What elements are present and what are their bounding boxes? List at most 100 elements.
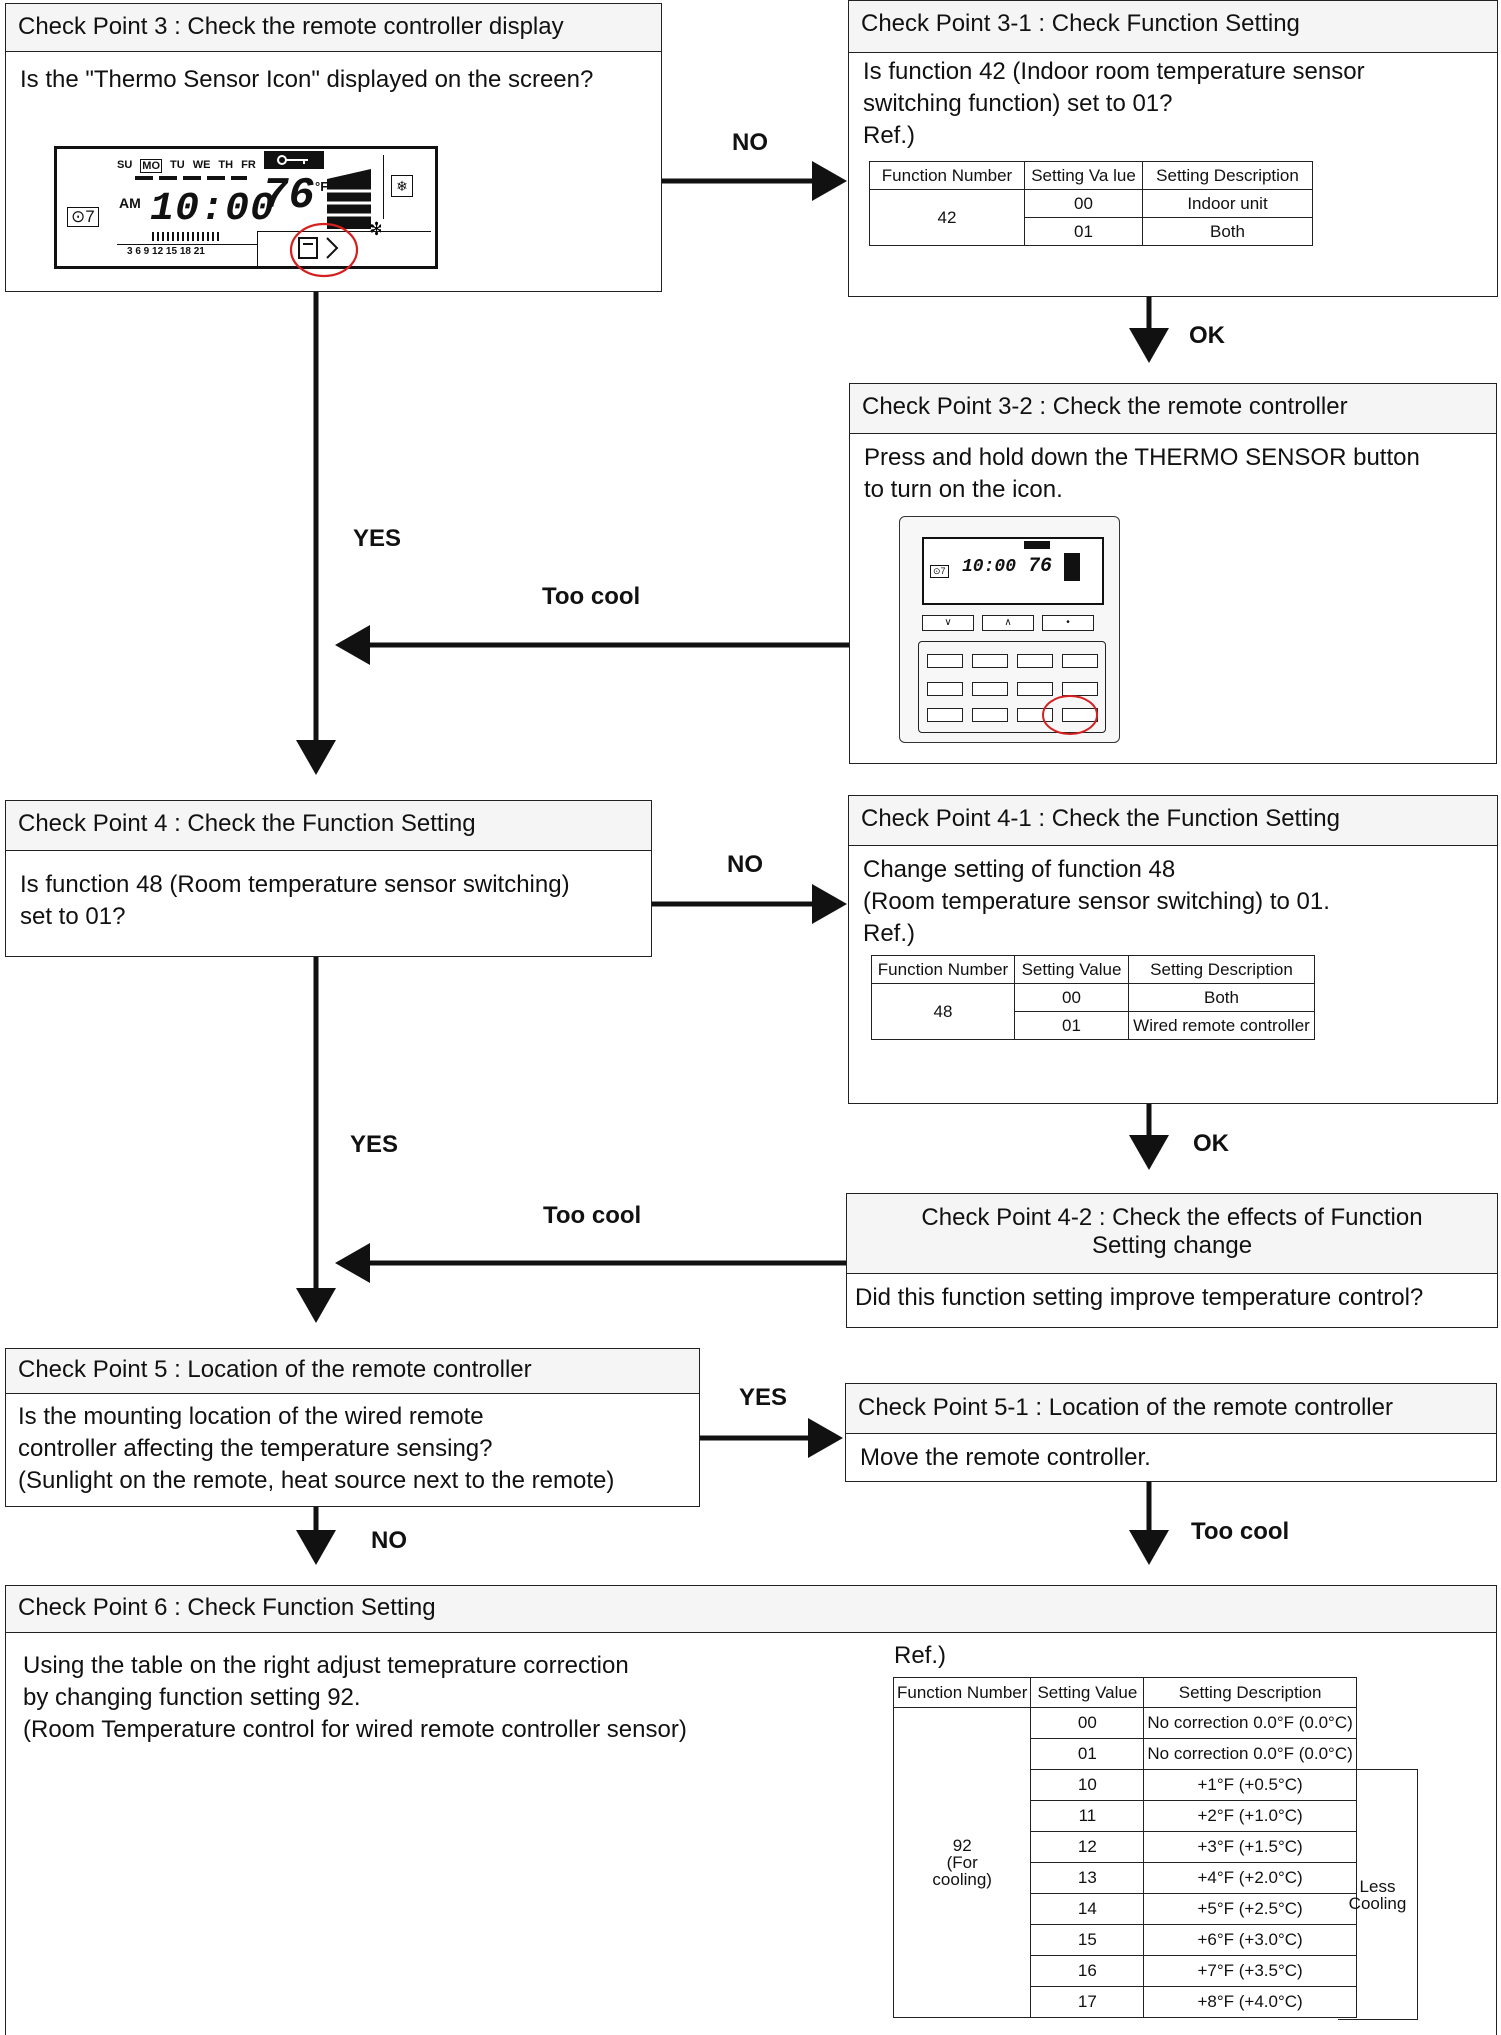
function-number-cell: 92 (For cooling) bbox=[892, 1707, 1032, 2018]
setting-value-cell: 01 bbox=[1030, 1738, 1145, 1770]
fan-button[interactable] bbox=[1017, 654, 1053, 668]
setting-value-cell: 15 bbox=[1030, 1924, 1145, 1956]
function-92-table: Function Number Setting Value Setting De… bbox=[892, 1677, 1357, 2018]
mini-timer-indicator: ⊙7 bbox=[930, 565, 949, 578]
mini-fan-bars bbox=[1064, 553, 1080, 581]
check-point-3-question: Is the "Thermo Sensor Icon" displayed on… bbox=[20, 66, 594, 93]
mini-key-badge bbox=[1024, 541, 1050, 549]
setting-description-cell: Both bbox=[1142, 217, 1313, 246]
swing-button[interactable] bbox=[1062, 682, 1098, 696]
lcd-hline bbox=[257, 231, 431, 232]
day-we: WE bbox=[192, 159, 211, 171]
setting-description-cell: +8°F (+4.0°C) bbox=[1143, 1986, 1357, 2018]
weekday-row: SU MO TU WE TH FR SA bbox=[117, 159, 279, 173]
label-no: NO bbox=[371, 1527, 407, 1554]
function-number-cell: 48 bbox=[871, 983, 1015, 1040]
mini-clock-digits: 10:00 bbox=[962, 557, 1017, 577]
col-setting-description: Setting Description bbox=[1143, 1677, 1357, 1708]
start-stop-button[interactable]: • bbox=[1042, 615, 1094, 631]
button-row-1 bbox=[927, 654, 1098, 668]
function-number-cell: 42 bbox=[869, 189, 1025, 246]
check-point-4-1-box: Check Point 4-1 : Check the Function Set… bbox=[848, 795, 1498, 1104]
setting-description-cell: Wired remote controller bbox=[1128, 1011, 1315, 1040]
setting-description-cell: +5°F (+2.5°C) bbox=[1143, 1893, 1357, 1925]
label-yes: YES bbox=[353, 525, 402, 552]
setting-description-cell: +4°F (+2.0°C) bbox=[1143, 1862, 1357, 1894]
col-function-number: Function Number bbox=[871, 955, 1015, 984]
temp-down-button[interactable]: ∨ bbox=[922, 615, 974, 631]
setting-value-cell: 17 bbox=[1030, 1986, 1145, 2018]
remote-mini-lcd: ⊙7 10:00 76 bbox=[922, 537, 1104, 605]
label-no: NO bbox=[732, 129, 768, 156]
timer-scale-line bbox=[117, 244, 257, 245]
louver-button[interactable] bbox=[1017, 682, 1053, 696]
timer-indicator: ⊙7 bbox=[67, 207, 99, 227]
setting-value-cell: 01 bbox=[1014, 1011, 1129, 1040]
remote-lcd-display: SU MO TU WE TH FR SA ⊙7 AM 10:00 3 6 9 1… bbox=[54, 146, 438, 269]
check-point-3-box: Check Point 3 : Check the remote control… bbox=[5, 3, 662, 292]
button-row-2 bbox=[927, 682, 1098, 696]
col-setting-description: Setting Description bbox=[1128, 955, 1315, 984]
lcd-divider bbox=[383, 155, 384, 219]
col-setting-value: Setting Value bbox=[1030, 1677, 1145, 1708]
label-yes: YES bbox=[350, 1131, 399, 1158]
check-point-4-2-box: Check Point 4-2 : Check the effects of F… bbox=[846, 1193, 1498, 1328]
setting-value-cell: 16 bbox=[1030, 1955, 1145, 1987]
setting-description-cell: No correction 0.0°F (0.0°C) bbox=[1143, 1707, 1357, 1739]
setting-value-cell: 01 bbox=[1024, 217, 1143, 246]
day-th: TH bbox=[218, 159, 234, 171]
check-point-5-1-title: Check Point 5-1 : Location of the remote… bbox=[846, 1384, 1496, 1434]
mode-button[interactable] bbox=[1062, 654, 1098, 668]
setting-description-cell: +2°F (+1.0°C) bbox=[1143, 1800, 1357, 1832]
check-point-4-body: Is function 48 (Room temperature sensor … bbox=[20, 871, 570, 930]
timer-scale-labels: 3 6 9 12 15 18 21 bbox=[127, 246, 205, 257]
label-no: NO bbox=[727, 851, 763, 878]
setting-value-cell: 13 bbox=[1030, 1862, 1145, 1894]
svg-text:✻: ✻ bbox=[369, 219, 381, 237]
thermo-sensor-highlight-circle bbox=[1042, 695, 1098, 735]
check-point-4-2-title: Check Point 4-2 : Check the effects of F… bbox=[847, 1194, 1497, 1274]
highlight-circle bbox=[289, 222, 359, 278]
setting-description-cell: +6°F (+3.0°C) bbox=[1143, 1924, 1357, 1956]
clock-adjust-button[interactable] bbox=[927, 682, 963, 696]
remote-controller-illustration: ⊙7 10:00 76 ∨ ∧ • bbox=[899, 516, 1120, 743]
day-fr: FR bbox=[241, 159, 256, 171]
lcd-vline bbox=[257, 231, 258, 266]
setting-value-cell: 11 bbox=[1030, 1800, 1145, 1832]
check-point-6-title: Check Point 6 : Check Function Setting bbox=[6, 1586, 1496, 1633]
less-cooling-note: Less Cooling bbox=[1338, 1769, 1418, 2020]
key-icon bbox=[277, 155, 308, 165]
check-point-3-1-box: Check Point 3-1 : Check Function Setting… bbox=[848, 0, 1498, 297]
day-button[interactable] bbox=[972, 654, 1008, 668]
setting-description-cell: No correction 0.0°F (0.0°C) bbox=[1143, 1738, 1357, 1770]
check-point-4-2-body: Did this function setting improve temper… bbox=[855, 1284, 1424, 1311]
day-bars bbox=[135, 176, 247, 180]
temp-up-button[interactable]: ∧ bbox=[982, 615, 1034, 631]
day-mo: MO bbox=[140, 159, 163, 173]
timer-delete-button[interactable] bbox=[927, 708, 963, 722]
check-point-5-title: Check Point 5 : Location of the remote c… bbox=[6, 1349, 699, 1394]
cool-mode-icon: ❄ bbox=[391, 175, 413, 197]
check-point-4-1-body: Change setting of function 48 (Room temp… bbox=[863, 856, 1330, 947]
check-point-3-title: Check Point 3 : Check the remote control… bbox=[6, 4, 661, 52]
timer-set-button[interactable] bbox=[972, 708, 1008, 722]
col-function-number: Function Number bbox=[869, 161, 1025, 190]
check-point-5-body: Is the mounting location of the wired re… bbox=[18, 1403, 615, 1494]
setting-value-cell: 12 bbox=[1030, 1831, 1145, 1863]
set-back-button[interactable] bbox=[972, 682, 1008, 696]
check-point-4-box: Check Point 4 : Check the Function Setti… bbox=[5, 800, 652, 957]
timer-mode-button[interactable] bbox=[927, 654, 963, 668]
col-setting-value: Setting Va lue bbox=[1024, 161, 1143, 190]
clock-digits: 10:00 bbox=[150, 187, 276, 232]
label-too-cool: Too cool bbox=[543, 1202, 642, 1229]
check-point-4-title: Check Point 4 : Check the Function Setti… bbox=[6, 801, 651, 851]
col-setting-description: Setting Description bbox=[1142, 161, 1313, 190]
function-42-table: Function Number Setting Va lue Setting D… bbox=[869, 161, 1313, 246]
check-point-3-2-body: Press and hold down the THERMO SENSOR bu… bbox=[864, 444, 1420, 503]
check-point-5-1-box: Check Point 5-1 : Location of the remote… bbox=[845, 1383, 1497, 1482]
fan-speed-icon: ✻ bbox=[325, 169, 381, 237]
label-ok: OK bbox=[1193, 1130, 1229, 1157]
temperature-unit: °F bbox=[315, 179, 329, 194]
